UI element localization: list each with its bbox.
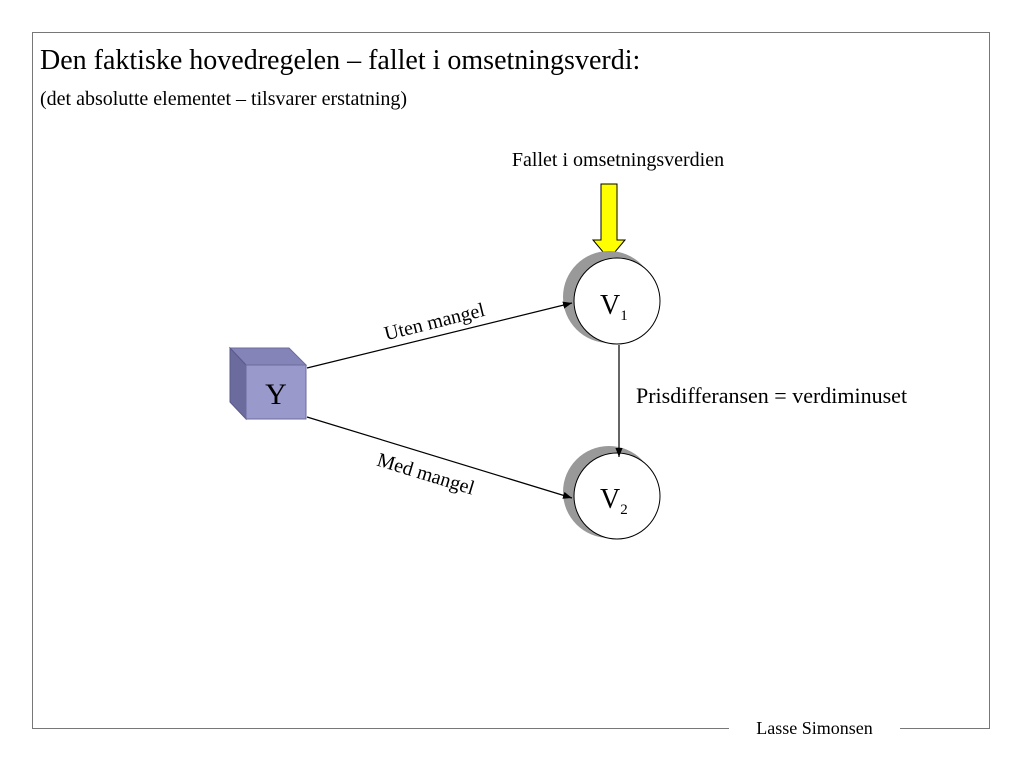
edge-lower-arrow	[306, 416, 573, 499]
footer-author: Lasse Simonsen	[756, 718, 873, 738]
node-v1-subscript: 1	[620, 308, 628, 324]
footer-rule-right	[900, 728, 989, 729]
node-v2: V2	[563, 446, 661, 540]
svg-text:V2: V2	[600, 484, 628, 518]
node-v2-letter: V	[600, 484, 620, 515]
node-v1-letter: V	[600, 290, 620, 321]
edge-lower-label: Med mangel	[374, 449, 477, 500]
slide-frame	[32, 32, 990, 729]
svg-text:V1: V1	[600, 290, 628, 324]
box-y: Y	[228, 346, 308, 421]
yellow-down-arrow	[591, 183, 627, 260]
node-v2-subscript: 2	[620, 502, 628, 518]
edge-upper-arrow	[306, 301, 573, 369]
slide-title: Den faktiske hovedregelen – fallet i oms…	[40, 45, 641, 76]
edge-upper-label: Uten mangel	[382, 299, 487, 345]
box-y-front	[245, 364, 307, 420]
node-v1-circle	[573, 257, 661, 345]
footer-rule-left	[32, 728, 729, 729]
vertical-edge-label: Prisdifferansen = verdiminuset	[636, 383, 907, 408]
box-y-label: Y	[265, 378, 287, 411]
node-v1: V1	[563, 251, 661, 345]
slide-subtitle: (det absolutte elementet – tilsvarer ers…	[40, 88, 408, 110]
arrow-label: Fallet i omsetningsverdien	[512, 149, 724, 171]
